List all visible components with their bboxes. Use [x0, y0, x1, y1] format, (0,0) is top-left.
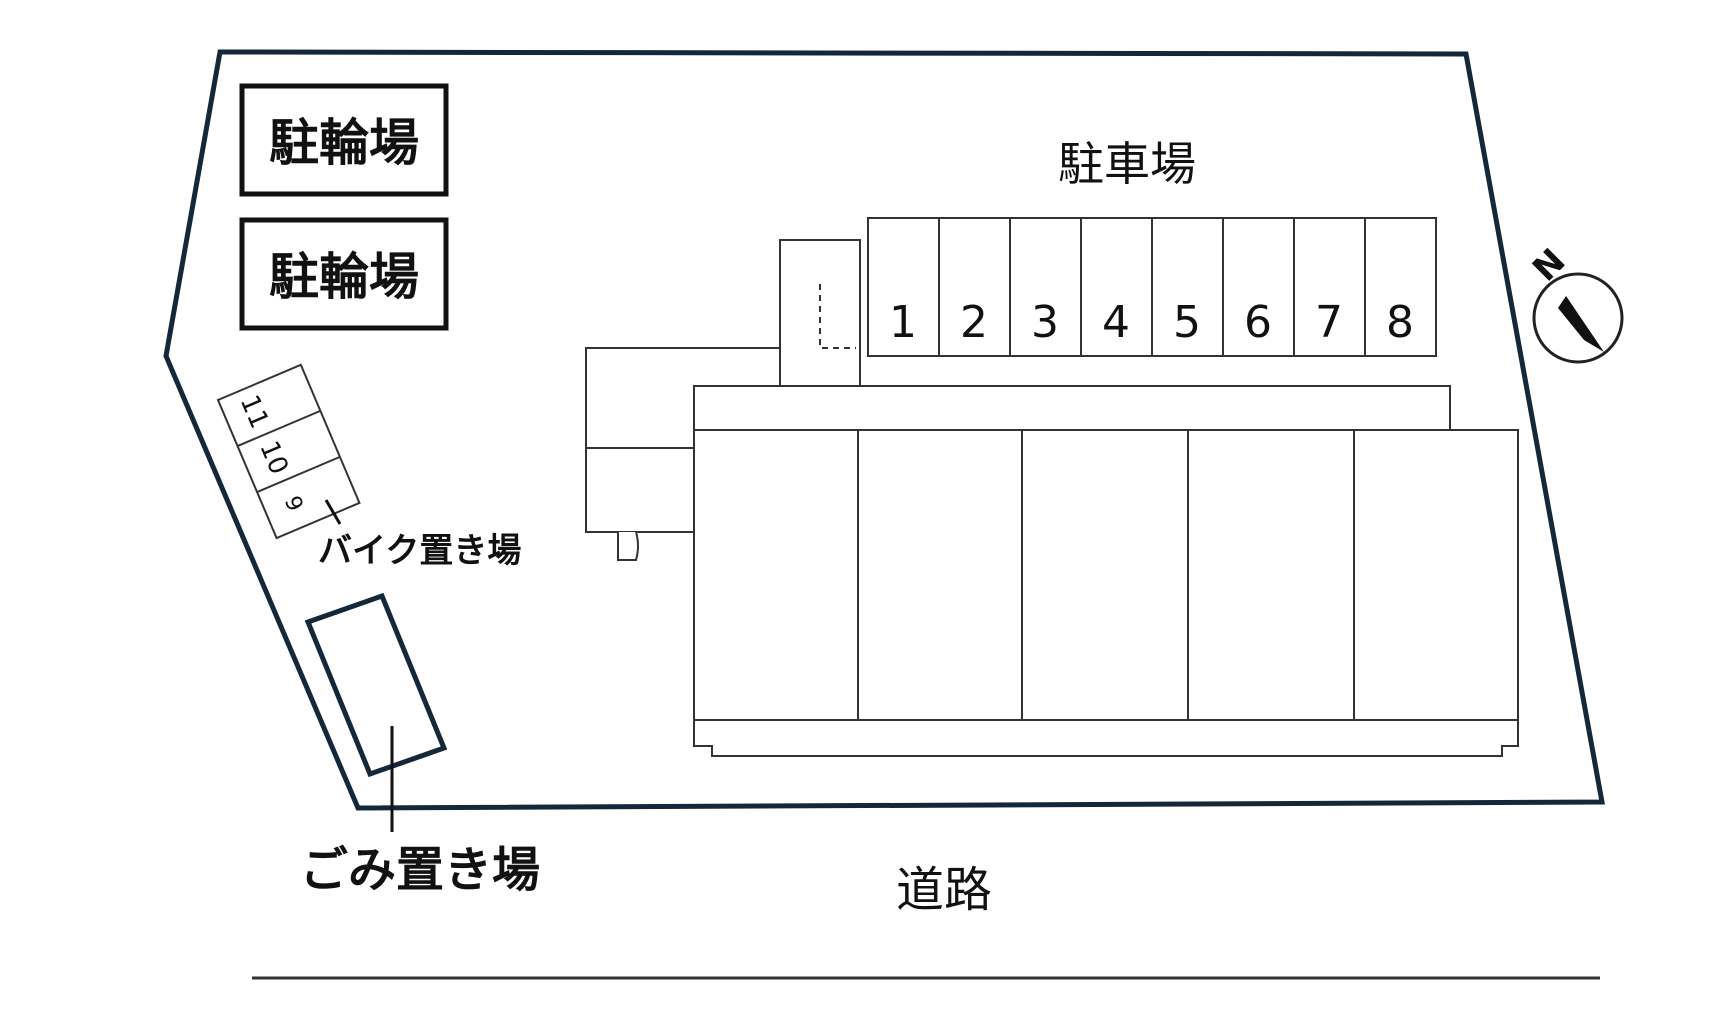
bicycle-parking-2: 駐輪場	[239, 217, 449, 331]
main-block	[693, 429, 1519, 747]
car-space-7: 7	[1315, 297, 1343, 348]
car-space-8: 8	[1386, 297, 1414, 348]
car-space-3: 3	[1031, 297, 1059, 348]
garbage-area-label: ごみ置き場	[300, 842, 540, 898]
car-space-1: 1	[889, 297, 917, 348]
entrance-tower	[779, 239, 861, 386]
corridor	[693, 385, 1451, 431]
car-parking-spaces: 1 2 3 4 5 6 7 8	[867, 217, 1437, 357]
car-space-6: 6	[1244, 297, 1272, 348]
compass: N	[1525, 241, 1624, 364]
garbage-area	[304, 592, 448, 778]
bike-area-label: バイク置き場	[318, 531, 521, 571]
balcony	[693, 720, 1519, 757]
bicycle-parking-1-label: 駐輪場	[269, 114, 419, 172]
dashed-path	[819, 284, 856, 349]
car-space-5: 5	[1173, 297, 1201, 348]
annex-door	[617, 531, 639, 561]
car-space-2: 2	[960, 297, 988, 348]
bicycle-parking-2-label: 駐輪場	[269, 248, 419, 306]
bicycle-parking-1: 駐輪場	[239, 83, 449, 197]
building	[585, 239, 1519, 757]
bike-spaces: 11 10 9	[216, 363, 361, 540]
road-label: 道路	[896, 862, 992, 918]
car-space-4: 4	[1102, 297, 1130, 348]
car-parking-label: 駐車場	[1058, 137, 1196, 191]
bike-area-leader	[324, 499, 342, 525]
